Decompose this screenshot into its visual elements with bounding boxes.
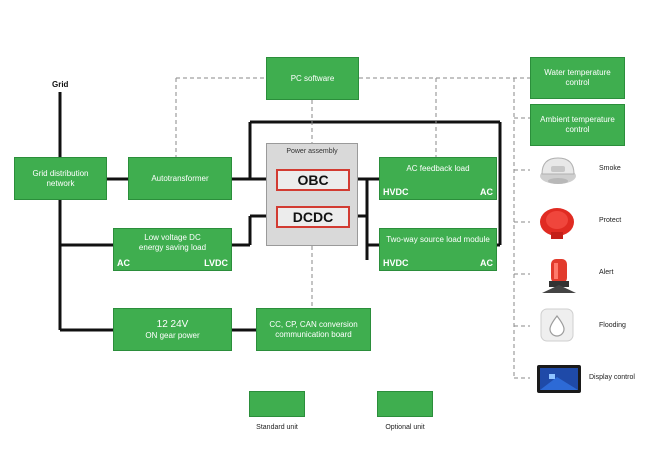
legend-standard-label: Standard unit: [256, 424, 298, 431]
display-control-label: Display control: [589, 374, 635, 381]
alert-label: Alert: [599, 269, 614, 276]
lvdc-lvdc-label: LVDC: [204, 258, 228, 268]
ambient-temperature-line-1: Ambient temperature: [540, 115, 615, 124]
power-assembly-box: Power assembly OBC DCDC: [266, 143, 358, 246]
smoke-label: Smoke: [599, 165, 621, 172]
legend-optional-label: Optional unit: [385, 424, 425, 431]
protect-label: Protect: [599, 217, 622, 224]
legend-standard-swatch: [249, 391, 305, 417]
lvdc-title: Low voltage DC energy saving load: [114, 233, 231, 253]
two-way-ac-label: AC: [480, 258, 493, 268]
gear-power-box: 12 24V ON gear power: [113, 308, 232, 351]
ambient-temperature-box: Ambient temperature control: [530, 104, 625, 146]
grid-distribution-line-1: Grid distribution: [32, 168, 89, 178]
autotransformer-box: Autotransformer: [128, 157, 232, 200]
ac-feedback-load-box: AC feedback load HVDC AC: [379, 157, 497, 200]
two-way-hvdc-label: HVDC: [383, 258, 409, 268]
ambient-temperature-line-2: control: [565, 125, 590, 134]
alarm-light-icon: [540, 255, 578, 295]
autotransformer-label: Autotransformer: [151, 173, 209, 183]
gear-power-line-1: 12 24V: [156, 318, 189, 330]
emergency-stop-button-icon: [538, 204, 576, 240]
pc-software-label: PC software: [290, 73, 335, 83]
pc-software-box: PC software: [266, 57, 359, 100]
flood-sensor-icon: [540, 308, 574, 342]
cc-cp-line-1: CC, CP, CAN conversion: [269, 319, 358, 329]
gear-power-line-2: ON gear power: [145, 330, 200, 340]
ac-feedback-title: AC feedback load: [406, 164, 470, 173]
power-assembly-label: Power assembly: [286, 148, 338, 155]
legend-optional-swatch: [377, 391, 433, 417]
two-way-title: Two-way source load module: [386, 235, 490, 244]
grid-distribution-line-2: network: [46, 178, 75, 188]
dcdc-label: DCDC: [292, 209, 334, 225]
grid-label: Grid: [52, 80, 69, 89]
lvdc-line-2: energy saving load: [138, 243, 207, 252]
low-voltage-dc-box: Low voltage DC energy saving load AC LVD…: [113, 228, 232, 271]
lvdc-line-1: Low voltage DC: [144, 233, 201, 242]
obc-module: OBC: [276, 169, 350, 191]
ac-feedback-hvdc-label: HVDC: [383, 187, 409, 197]
water-temperature-box: Water temperature control: [530, 57, 625, 99]
water-temperature-line-2: control: [565, 78, 590, 87]
two-way-source-load-box: Two-way source load module HVDC AC: [379, 228, 497, 271]
dcdc-module: DCDC: [276, 206, 350, 228]
grid-distribution-box: Grid distribution network: [14, 157, 107, 200]
obc-label: OBC: [297, 172, 329, 188]
cc-cp-can-board-box: CC, CP, CAN conversion communication boa…: [256, 308, 371, 351]
flooding-label: Flooding: [599, 322, 626, 329]
lvdc-ac-label: AC: [117, 258, 130, 268]
cc-cp-line-2: communication board: [275, 329, 352, 339]
water-temperature-line-1: Water temperature: [544, 68, 611, 77]
smoke-detector-icon: [537, 152, 579, 188]
display-screen-icon: [537, 365, 581, 393]
ac-feedback-ac-label: AC: [480, 187, 493, 197]
